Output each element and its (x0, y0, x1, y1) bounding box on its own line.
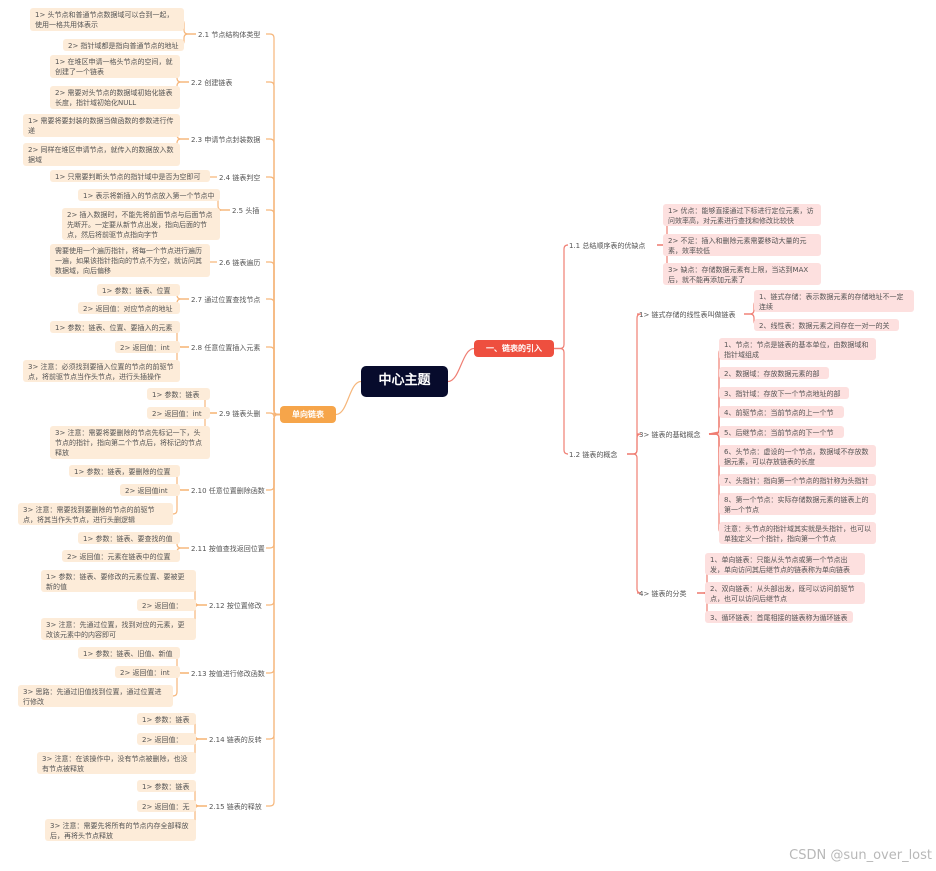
leaf-node: 3> 注意：先通过位置，找到对应的元素，更改该元素中的内容即可 (41, 618, 196, 640)
leaf-node: 2> 指针域都是指向普通节点的地址 (63, 39, 184, 51)
leaf-node: 1> 参数：链表 (147, 388, 210, 400)
branch-delete-anywhere[interactable]: 2.10 任意位置删除函数 (191, 487, 265, 495)
leaf-node: 3> 注意：需要先将所有的节点内存全部释放后，再将头节点释放 (45, 819, 196, 841)
leaf-node: 5、后继节点：当前节点的下一个节点 (719, 426, 844, 438)
leaf-node: 1、单向链表：只能从头节点或第一个节点出发，单向访问其后继节点的链表称为单向链表 (705, 553, 865, 575)
leaf-node: 3> 注意：在该操作中，没有节点被删除，也没有节点被释放 (37, 752, 196, 774)
watermark: CSDN @sun_over_lost (789, 848, 932, 863)
right-main-branch[interactable]: 一、链表的引入 (474, 340, 554, 357)
trunk-link (266, 298, 280, 416)
leaf-node: 注意：头节点的指针域其实就是头指针，也可以单独定义一个指针，指向第一个节点 (719, 522, 876, 544)
trunk-link (266, 413, 280, 606)
leaf-node: 1> 参数：链表、位置 (97, 284, 180, 296)
right-link (554, 244, 569, 350)
leaf-node: 2、线性表：数据元素之间存在一对一的关系 (754, 319, 899, 331)
leaf-node: 1> 参数：链表、要查找的值 (78, 532, 180, 544)
leaf-node: 3> 思路：先通过旧值找到位置，通过位置进行修改 (18, 685, 173, 707)
branch-list-concept[interactable]: 1.2 链表的概念 (569, 451, 618, 459)
branch-traverse[interactable]: 2.6 链表遍历 (219, 259, 261, 267)
leaf-node: 2> 返回值：int (137, 733, 196, 745)
leaf-node: 2> 同样在堆区申请节点，就传入的数据放入数据域 (23, 143, 180, 166)
right-link (554, 347, 569, 455)
trunk-link (266, 413, 280, 807)
branch-free[interactable]: 2.15 链表的释放 (209, 803, 262, 811)
left-main-branch[interactable]: 单向链表 (280, 406, 336, 423)
leaf-node: 1> 参数：链表、位置、要插入的元素 (50, 321, 180, 333)
leaf-node: 1、节点：节点是链表的基本单位，由数据域和指针域组成 (719, 338, 876, 360)
leaf-node: 2> 插入数据时，不能先将前面节点与后面节点先断开。一定要从新节点出发，指向后面… (62, 208, 220, 240)
branch-head-insert[interactable]: 2.5 头插 (232, 207, 260, 215)
leaf-node: 2> 不足：插入和删除元素需要移动大量的元素，效率较低 (663, 234, 821, 256)
branch-modify-by-pos[interactable]: 2.12 按位置修改 (209, 602, 262, 610)
leaf-node: 4、前驱节点：当前节点的上一个节点 (719, 406, 844, 418)
leaf-node: 2> 返回值：元素在链表中的位置 (62, 550, 180, 562)
leaf-node: 2> 返回值：int (115, 341, 180, 353)
trunk-link (266, 346, 280, 416)
leaf-node: 1> 参数：链表 (137, 780, 196, 792)
leaf-node: 2> 需要对头节点的数据域初始化链表长度，指针域初始化NULL (50, 86, 180, 109)
leaf-node: 2、双向链表：从头部出发，既可以访问前驱节点，也可以访问后继节点 (705, 582, 865, 604)
leaf-node: 1> 头节点和普通节点数据域可以合到一起，使用一格共用体表示 (30, 8, 184, 31)
leaf-node: 2> 返回值int (120, 484, 180, 496)
leaf-node: 3、循环链表：首尾相接的链表称为循环链表 (705, 611, 853, 623)
trunk-link (266, 413, 280, 549)
branch-head-delete[interactable]: 2.9 链表头删 (219, 410, 261, 418)
leaf-node: 3> 注意：需要将要删除的节点先标记一下，头节点的指针，指向第二个节点后，将标记… (50, 426, 210, 459)
leaf-node: 3> 注意：需要找到要删除的节点的前驱节点，将其当作头节点，进行头删逻辑 (18, 503, 173, 525)
leaf-node: 1> 参数：链表 (137, 713, 196, 725)
sub-link (627, 453, 642, 594)
leaf-node: 1> 参数：链表、旧值、新值 (78, 647, 180, 659)
leaf-node: 2> 返回值：int (137, 599, 196, 611)
leaf-node: 1> 只需要判断头节点的指针域中是否为空即可 (50, 170, 210, 182)
branch-modify-by-value[interactable]: 2.13 按值进行修改函数 (191, 670, 265, 678)
leaf-node: 3、指针域：存放下一个节点地址的部分 (719, 387, 849, 399)
branch-create-list[interactable]: 2.2 创建链表 (191, 79, 233, 87)
leaf-node: 2、数据域：存放数据元素的部分 (719, 367, 829, 379)
branch-find-by-pos[interactable]: 2.7 通过位置查找节点 (191, 296, 261, 304)
leaf-node: 1> 需要将要封装的数据当做函数的参数进行传递 (23, 114, 180, 137)
leaf-node: 1> 在堆区申请一格头节点的空间，就创建了一个链表 (50, 55, 180, 78)
leaf-node: 需要使用一个遍历指针，将每一个节点进行遍历一遍，如果该指针指向的节点不为空，就访… (50, 244, 210, 277)
branch-seqlist-pros-cons[interactable]: 1.1 总结顺序表的优缺点 (569, 242, 646, 250)
leaf-node: 2> 返回值：int (115, 666, 180, 678)
leaf-node: 7、头指针：指向第一个节点的指针称为头指针 (719, 474, 876, 486)
root-topic[interactable]: 中心主题 (361, 366, 448, 397)
leaf-node: 1> 优点：能够直接通过下标进行定位元素，访问效率高，对元素进行查找和修改比较快 (663, 204, 821, 226)
branch-apply-node[interactable]: 2.3 申请节点封装数据 (191, 136, 261, 144)
sub-branch-basic-concepts[interactable]: 3> 链表的基础概念 (639, 431, 701, 439)
trunk-link (266, 33, 280, 416)
branch-reverse[interactable]: 2.14 链表的反转 (209, 736, 262, 744)
leaf-node: 1> 表示将新插入的节点放入第一个节点中 (78, 189, 220, 201)
leaf-node: 2> 返回值：int (147, 407, 210, 419)
branch-is-empty[interactable]: 2.4 链表判空 (219, 174, 261, 182)
branch-find-by-value[interactable]: 2.11 按值查找返回位置 (191, 545, 265, 553)
leaf-node: 2> 返回值：无 (137, 800, 196, 812)
leaf-node: 1> 参数：链表、要修改的元素位置、要被更新的值 (41, 570, 196, 592)
sub-branch-linked-storage[interactable]: 1> 链式存储的线性表叫做链表 (639, 311, 736, 319)
leaf-node: 1> 参数：链表，要删除的位置 (69, 465, 180, 477)
trunk-link (266, 81, 280, 416)
root-right-link (447, 347, 475, 383)
trunk-link (266, 209, 280, 416)
leaf-node: 6、头节点：虚设的一个节点，数据域不存放数据元素，可以存放链表的长度 (719, 445, 876, 467)
branch-insert-anywhere[interactable]: 2.8 任意位置插入元素 (191, 344, 261, 352)
leaf-node: 8、第一个节点：实际存储数据元素的链表上的第一个节点 (719, 493, 876, 515)
leaf-node: 3> 注意：必须找到要插入位置的节点的前驱节点，将前驱节点当作头节点，进行头插操… (23, 360, 180, 382)
leaf-node: 3> 缺点：存储数据元素有上限，当达到MAX后，就不能再添加元素了 (663, 263, 821, 285)
trunk-link (266, 413, 280, 491)
trunk-link (266, 261, 280, 416)
trunk-link (266, 413, 280, 740)
root-left-link (335, 380, 362, 416)
leaf-link (709, 372, 724, 435)
leaf-node: 2> 返回值：对应节点的地址 (78, 302, 180, 314)
branch-node-type[interactable]: 2.1 节点结构体类型 (198, 31, 261, 39)
sub-branch-classification[interactable]: 4> 链表的分类 (639, 590, 687, 598)
leaf-node: 1、链式存储：表示数据元素的存储地址不一定连续 (754, 290, 914, 312)
